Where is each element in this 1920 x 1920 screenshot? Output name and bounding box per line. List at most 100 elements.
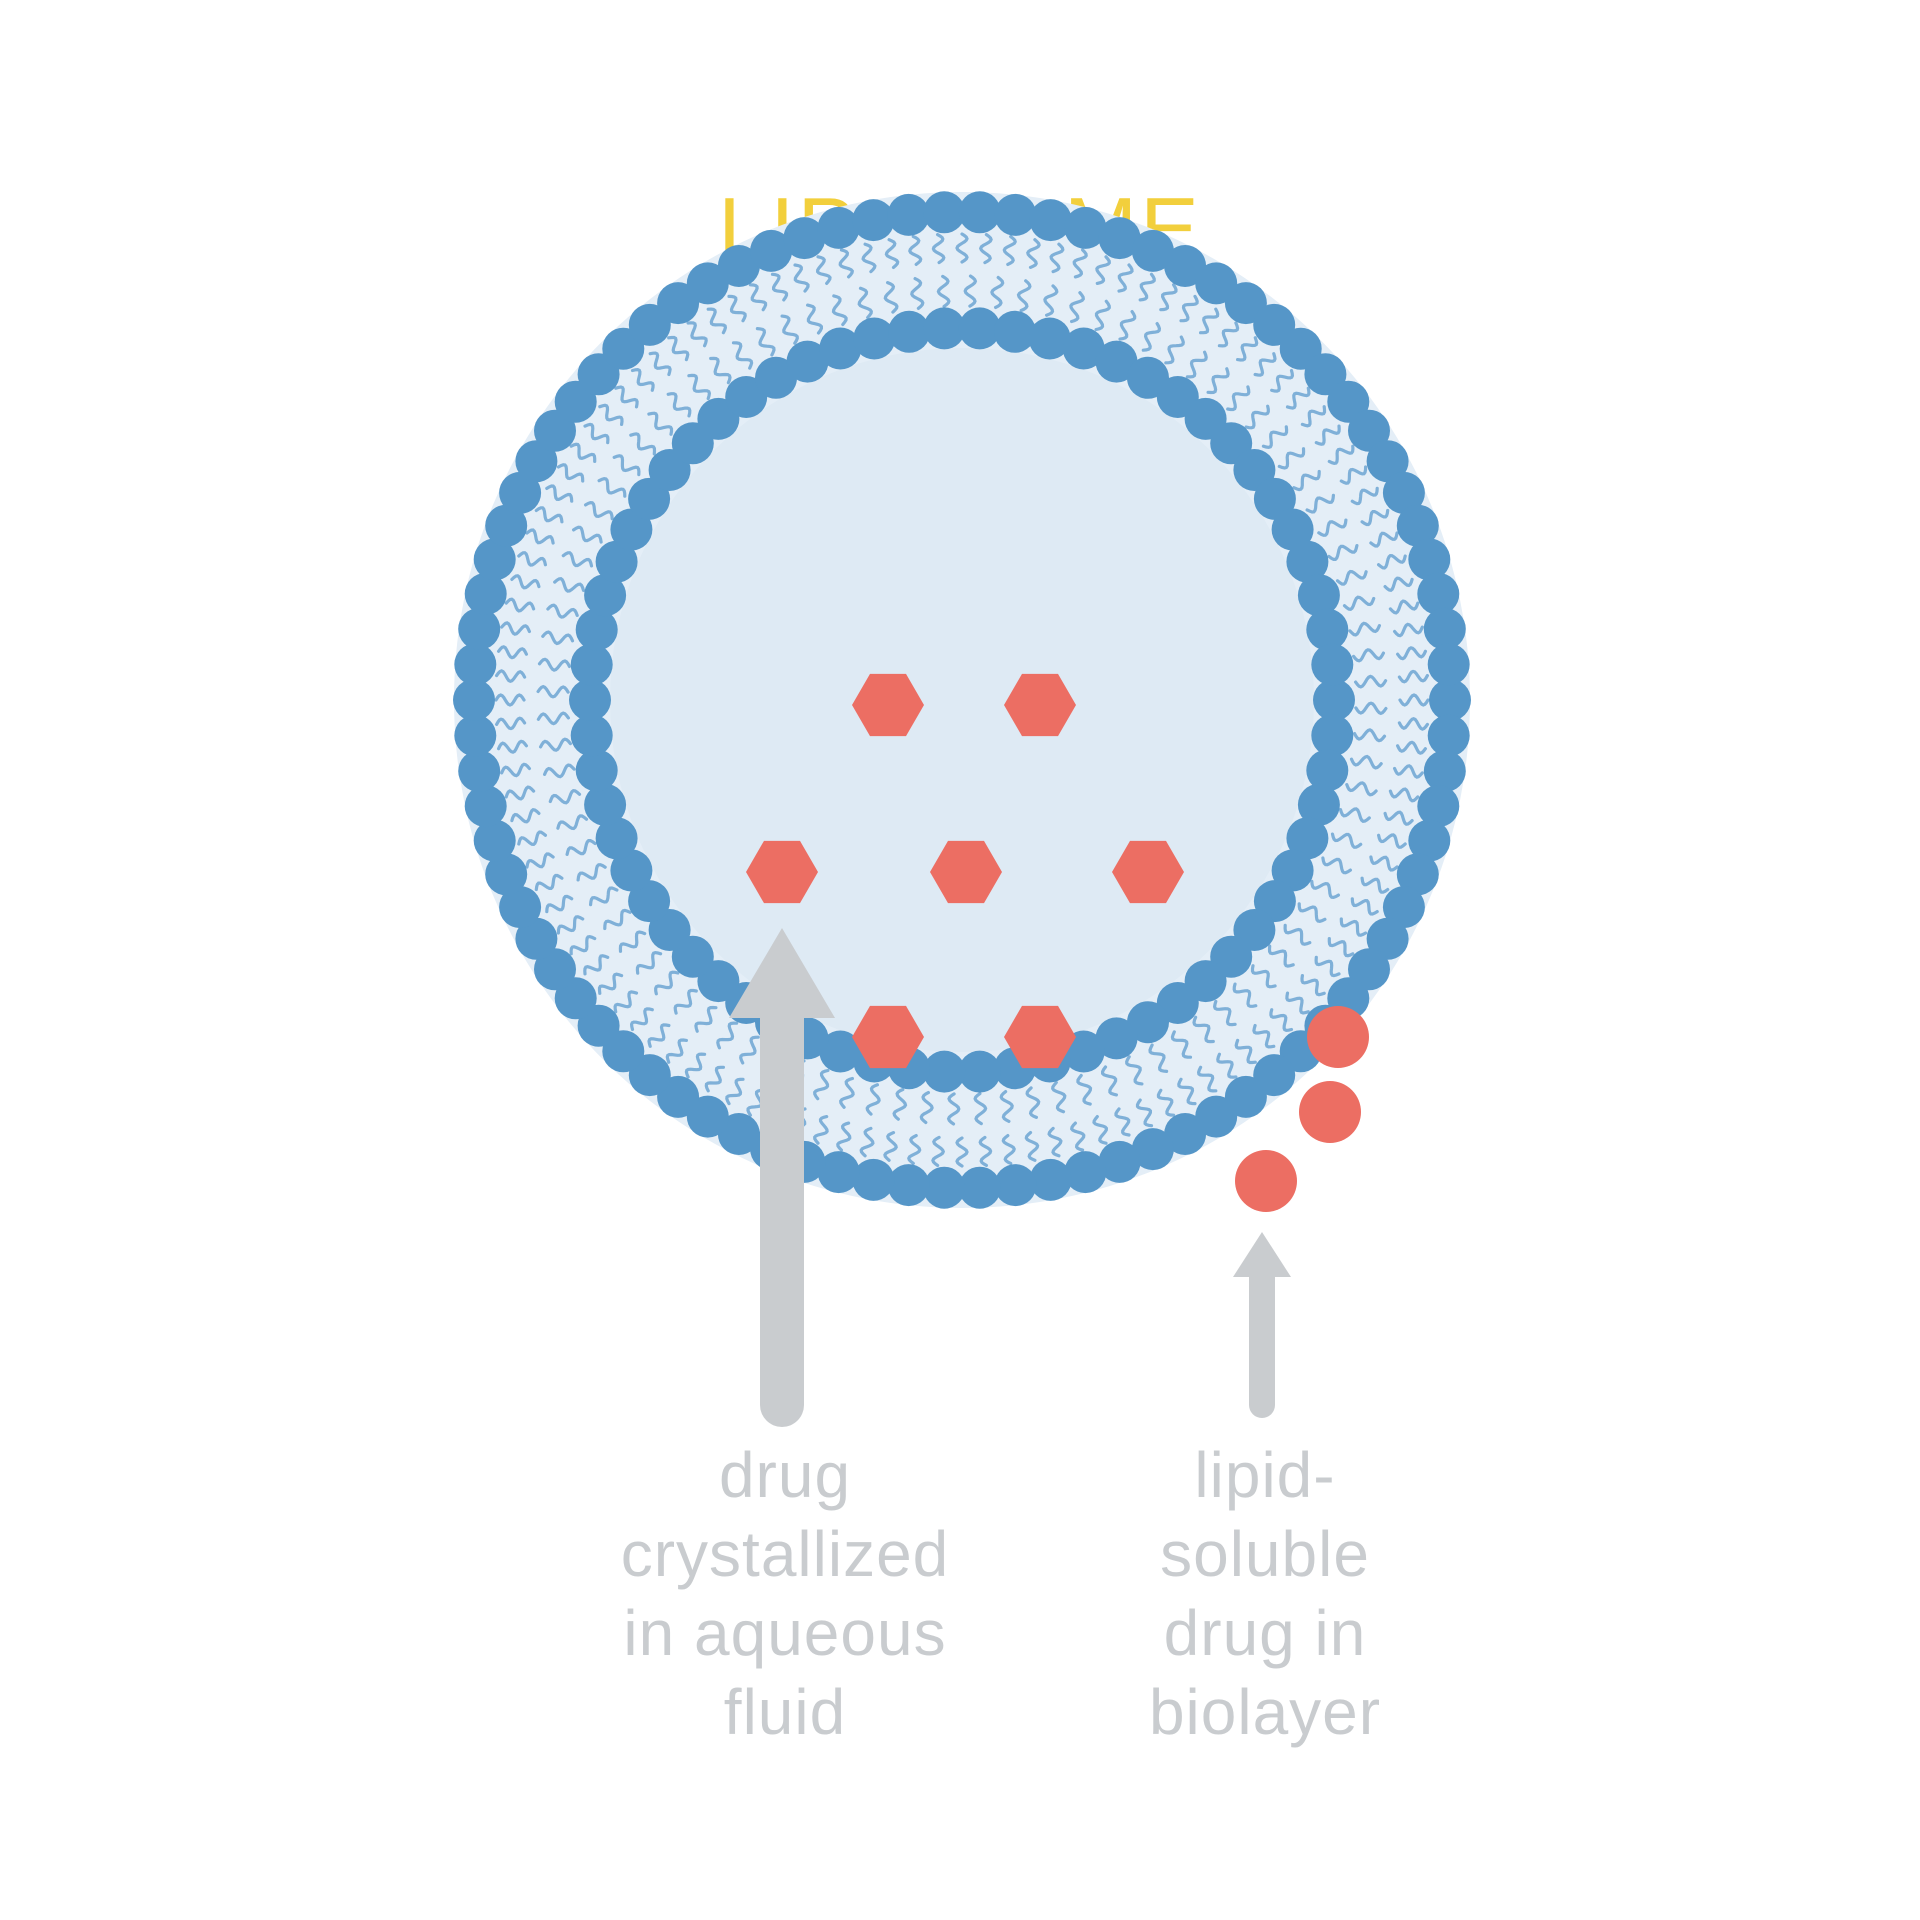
- lipid-tail-outer: [1269, 1008, 1294, 1033]
- lipid-tail-outer: [517, 551, 547, 567]
- lipid-tail-inner: [919, 1091, 934, 1125]
- lipid-tail-outer: [1026, 238, 1041, 269]
- lipid-tail-inner: [1016, 279, 1032, 313]
- lipid-tail-inner: [731, 341, 754, 370]
- lipid-tail-outer: [978, 233, 993, 265]
- lipid-head: [1095, 1017, 1138, 1060]
- lipid-tail-outer: [1377, 833, 1407, 849]
- lipid-tail-inner: [1348, 621, 1381, 637]
- lipid-head: [1423, 750, 1466, 793]
- lipid-tail-inner: [1338, 807, 1371, 823]
- lipid-tail-outer: [1138, 272, 1156, 302]
- lipid-tail-outer: [665, 1038, 688, 1064]
- lipid-tail-inner: [1310, 879, 1340, 900]
- crystallized-drug-icon: [1112, 840, 1184, 904]
- lipid-tail-outer: [1360, 876, 1390, 894]
- aqueous-drug-label-line: drug: [718, 1439, 852, 1511]
- lipid-tail-outer: [931, 1135, 946, 1167]
- lipid-tail-outer: [1117, 263, 1134, 293]
- lipid-head: [958, 1050, 1001, 1093]
- lipid-tail-inner: [1164, 335, 1185, 365]
- crystallized-drug-icon: [1004, 1005, 1076, 1069]
- lipid-tail-inner: [946, 1092, 961, 1126]
- lipid-tails: [494, 232, 1430, 1168]
- lipid-tail-outer: [1285, 991, 1310, 1015]
- lipid-tail-outer: [534, 873, 564, 892]
- lipid-head: [786, 340, 829, 383]
- lipid-head: [1297, 783, 1340, 826]
- lipid-tail-outer: [1327, 937, 1355, 958]
- lipid-tail-outer: [1369, 531, 1399, 548]
- lipid-tail-inner: [1353, 728, 1387, 743]
- lipid-head: [923, 307, 966, 350]
- lipid-tail-outer: [1327, 444, 1355, 466]
- lipid-tail-inner: [548, 789, 582, 805]
- lipid-tail-inner: [1345, 781, 1378, 797]
- lipid-tail-outer: [497, 645, 528, 660]
- lipid-head: [657, 282, 700, 325]
- lipid-tail-outer: [815, 255, 832, 285]
- lipid-tail-outer: [556, 463, 585, 483]
- lipid-head: [515, 440, 558, 483]
- lipid-head: [1127, 1001, 1169, 1044]
- crystallized-drug-icon: [930, 840, 1002, 904]
- lipid-head: [750, 229, 793, 272]
- lipid-head: [1064, 1151, 1107, 1194]
- lipid-head: [1427, 643, 1470, 686]
- lipid-tail-outer: [1397, 716, 1429, 731]
- lipid-tail-outer: [494, 693, 526, 707]
- lipid-head: [817, 206, 860, 249]
- lipid-tail-inner: [1170, 1030, 1193, 1059]
- lipid-tail-inner: [1267, 944, 1295, 968]
- lipid-tail-inner: [1317, 518, 1348, 537]
- lipid-tail-inner: [673, 988, 698, 1015]
- lipid-tail-inner: [1354, 674, 1388, 689]
- lipid-tail-inner: [572, 525, 603, 544]
- lipid-head: [1408, 819, 1451, 862]
- lipid-tail-outer: [569, 934, 597, 956]
- lipid-tail-outer: [1135, 1098, 1154, 1128]
- lipid-head: [458, 750, 501, 793]
- lipid-tail-outer: [1300, 974, 1326, 997]
- lipid-tail-outer: [495, 669, 527, 684]
- lipid-tail-outer: [517, 830, 547, 847]
- lipid-tail-inner: [1226, 385, 1251, 412]
- lipid-tail-outer: [1396, 740, 1427, 755]
- lipid-drug-label-line: drug in: [1163, 1597, 1367, 1669]
- lipid-head: [1311, 714, 1354, 757]
- lipid-tail-outer: [583, 422, 610, 445]
- lipid-drug-label-line: biolayer: [1148, 1676, 1382, 1748]
- lipid-head: [1297, 574, 1340, 617]
- lipid-tail-outer: [1216, 1052, 1238, 1079]
- lipid-tail-outer: [500, 762, 531, 778]
- lipid-tail-outer: [1252, 1023, 1276, 1049]
- lipid-tail-outer: [1314, 424, 1341, 446]
- lipid-head: [1062, 327, 1105, 370]
- lipid-head: [464, 785, 507, 828]
- lipid-head: [595, 540, 638, 583]
- lipid-tail-outer: [497, 739, 528, 754]
- lipid-head: [1098, 1140, 1141, 1183]
- lipid-head: [1286, 817, 1329, 860]
- lipid-tail-inner: [1327, 544, 1359, 561]
- lipid-head: [923, 1166, 966, 1209]
- lipid-head: [686, 262, 729, 305]
- lipid-tail-inner: [936, 274, 951, 308]
- lipid-tail-inner: [857, 286, 873, 320]
- lipid-head: [1253, 1054, 1296, 1097]
- lipid-head: [575, 608, 618, 651]
- lipid-tail-inner: [1118, 310, 1137, 341]
- lipid-tail-outer: [1393, 622, 1424, 638]
- lipid-head: [575, 749, 618, 792]
- lipid-tail-outer: [525, 528, 555, 545]
- lipid-head: [1382, 471, 1425, 514]
- lipid-tail-outer: [1001, 1134, 1016, 1165]
- lipid-head: [569, 679, 611, 721]
- lipid-head: [958, 307, 1001, 350]
- lipid-head: [994, 1164, 1037, 1207]
- lipid-tail-inner: [612, 454, 641, 477]
- lipid-tail-inner: [1101, 1065, 1118, 1097]
- lipid-head: [610, 508, 653, 551]
- lipid-tail-outer: [1179, 294, 1199, 323]
- lipid-tail-outer: [704, 1065, 725, 1093]
